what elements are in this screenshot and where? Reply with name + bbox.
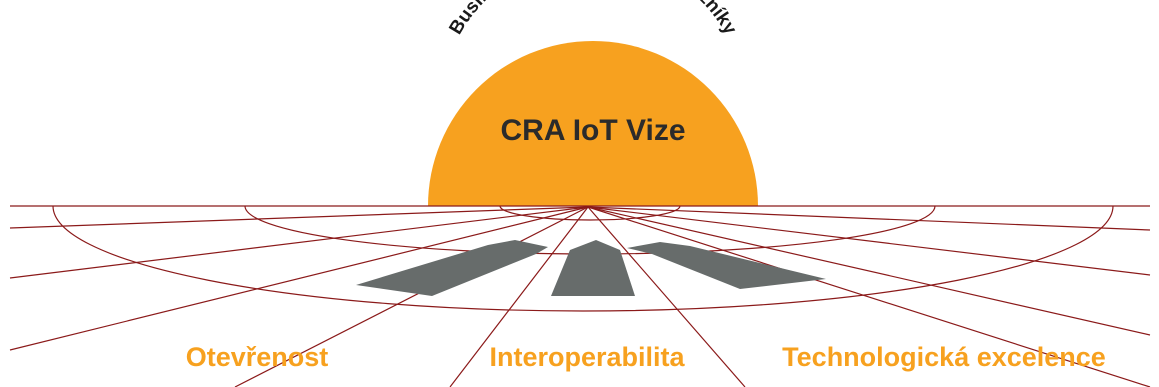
grid-ray [587, 206, 1151, 387]
grid-ray [234, 206, 589, 387]
grid-rays [9, 206, 1151, 387]
grid-ray [9, 206, 589, 279]
grid-ray [587, 206, 1151, 231]
arc-slogan: Business přínos pro naše zákazníky [445, 0, 740, 39]
arc-slogan-text: Business přínos pro naše zákazníky [445, 0, 740, 39]
pillar-label-technologicka-excelence: Technologická excelence [782, 342, 1106, 372]
pillar-label-interoperabilita: Interoperabilita [489, 342, 685, 372]
grid-ray [587, 206, 1151, 276]
grid-ellipse-1 [499, 206, 681, 221]
pillar-arrows [356, 240, 826, 296]
grid-ray [587, 206, 1151, 336]
pillar-label-otevrenost: Otevřenost [186, 342, 329, 372]
grid-ray [587, 206, 746, 387]
arrow-left [356, 240, 548, 296]
grid-ellipse-3 [52, 206, 1114, 312]
arrow-right [627, 242, 826, 289]
grid-ray [449, 206, 589, 387]
vision-title: CRA IoT Vize [500, 114, 685, 147]
grid-ray [9, 206, 589, 229]
grid-ray [9, 206, 589, 351]
sun-semicircle [428, 41, 758, 206]
arrow-center [551, 240, 635, 296]
